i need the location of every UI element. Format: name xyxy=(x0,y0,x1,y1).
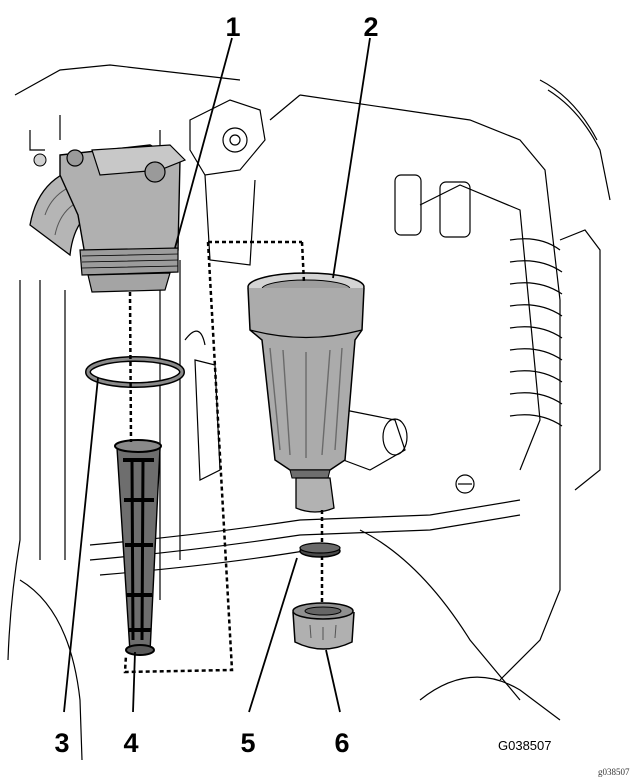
callout-3: 3 xyxy=(54,728,69,758)
filter-head-housing xyxy=(30,145,185,292)
callout-4: 4 xyxy=(123,728,138,758)
washer-part-5 xyxy=(300,543,340,557)
figure-code-small: g038507 xyxy=(598,767,630,777)
callout-6: 6 xyxy=(334,728,349,758)
filter-bowl-part-2 xyxy=(248,273,364,512)
filter-screen-part-4 xyxy=(115,440,161,655)
callout-1: 1 xyxy=(225,12,240,42)
callout-2: 2 xyxy=(363,12,378,42)
drain-cap-part-6 xyxy=(293,603,354,649)
callout-5: 5 xyxy=(240,728,255,758)
figure-code: G038507 xyxy=(498,738,552,753)
o-ring-part-3 xyxy=(88,359,182,385)
